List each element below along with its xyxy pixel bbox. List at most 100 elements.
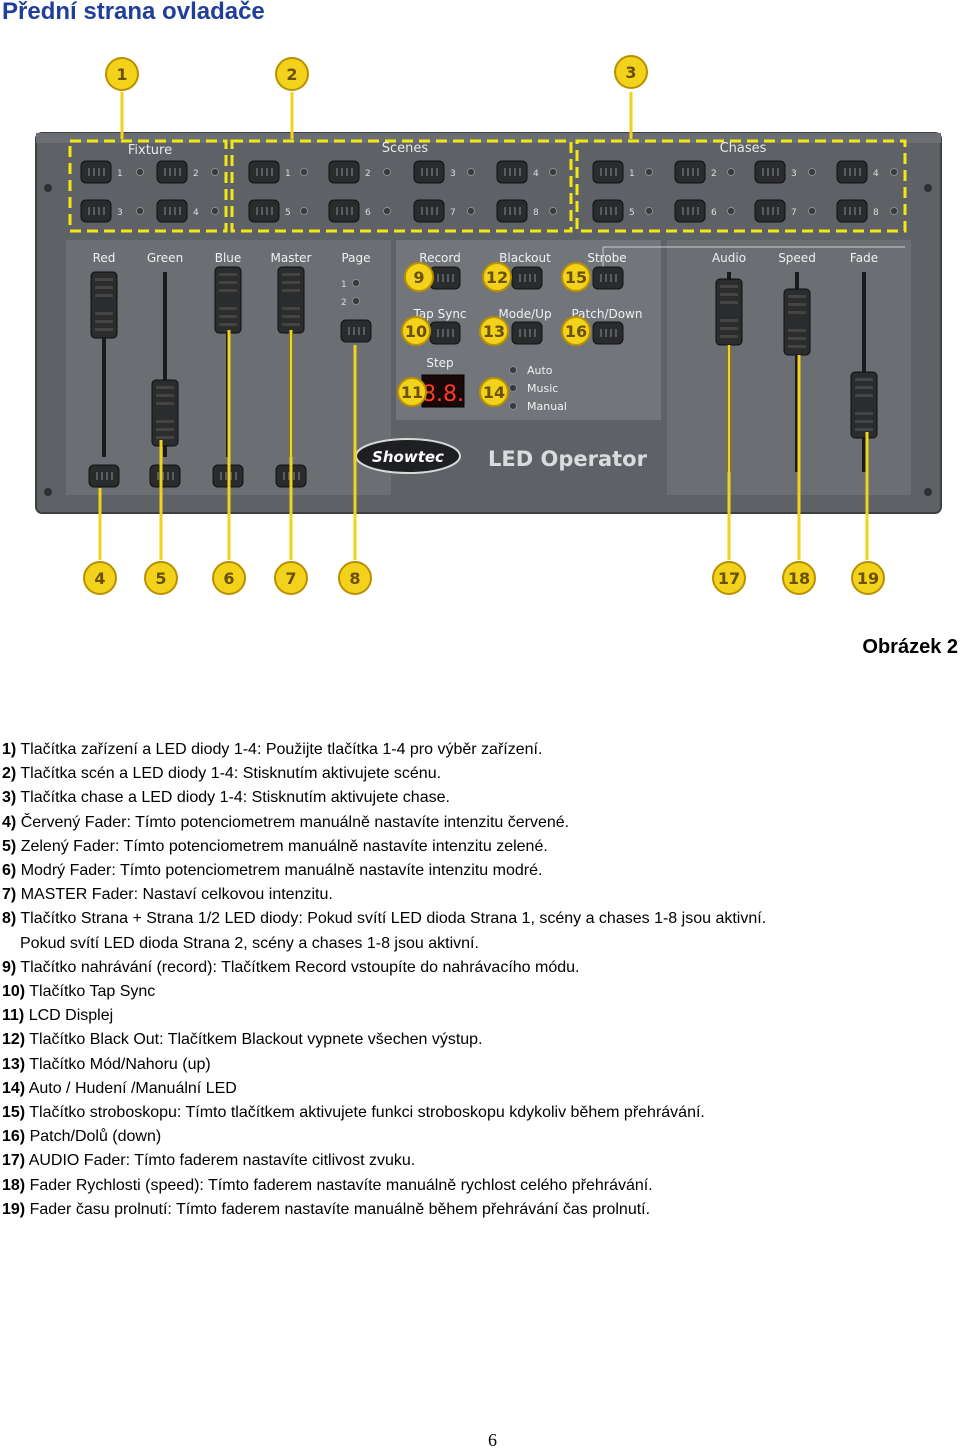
callout-11: 11 bbox=[397, 377, 427, 407]
blue-fader[interactable] bbox=[214, 266, 242, 334]
green-fader[interactable] bbox=[151, 379, 179, 447]
svg-text:13: 13 bbox=[483, 322, 505, 341]
showtec-logo: Showtec bbox=[355, 438, 461, 474]
patch-down-label: Patch/Down bbox=[571, 307, 642, 321]
list-item: 1) Tlačítka zařízení a LED diody 1-4: Po… bbox=[2, 738, 952, 762]
tap-sync-button[interactable] bbox=[429, 321, 461, 345]
item-text: Modrý Fader: Tímto potenciometrem manuál… bbox=[20, 862, 543, 880]
list-item: 4) Červený Fader: Tímto potenciometrem m… bbox=[2, 811, 952, 835]
item-number: 10) bbox=[2, 983, 26, 1001]
svg-text:5: 5 bbox=[285, 208, 291, 218]
item-number: 19) bbox=[2, 1200, 26, 1218]
list-item: 13) Tlačítko Mód/Nahoru (up) bbox=[2, 1053, 952, 1077]
callout-3: 3 bbox=[614, 55, 648, 89]
mode-up-label: Mode/Up bbox=[498, 307, 551, 321]
list-item: 18) Fader Rychlosti (speed): Tímto fader… bbox=[2, 1174, 952, 1198]
callout-15: 15 bbox=[561, 262, 591, 292]
red-fader[interactable] bbox=[90, 271, 118, 339]
list-item: 16) Patch/Dolů (down) bbox=[2, 1125, 952, 1149]
svg-text:2: 2 bbox=[193, 169, 199, 179]
callout-16: 16 bbox=[561, 316, 591, 346]
fade-fader[interactable] bbox=[850, 371, 878, 439]
item-number: 7) bbox=[2, 886, 17, 904]
speed-fader[interactable] bbox=[783, 288, 811, 356]
item-number: 9) bbox=[2, 958, 17, 976]
svg-text:3: 3 bbox=[791, 169, 797, 179]
page-button[interactable] bbox=[340, 319, 372, 343]
master-fader[interactable] bbox=[277, 266, 305, 334]
callouts: 1 2 3 9 12 15 10 13 16 11 14 4 5 6 7 8 1… bbox=[83, 55, 885, 595]
item-number: 4) bbox=[2, 813, 17, 831]
svg-text:2: 2 bbox=[341, 298, 347, 308]
svg-text:3: 3 bbox=[450, 169, 456, 179]
strobe-label: Strobe bbox=[587, 251, 626, 265]
callout-1: 1 bbox=[105, 57, 139, 91]
svg-text:7: 7 bbox=[450, 208, 456, 218]
list-item: 6) Modrý Fader: Tímto potenciometrem man… bbox=[2, 859, 952, 883]
item-number: 11) bbox=[2, 1007, 25, 1025]
svg-text:6: 6 bbox=[711, 208, 717, 218]
svg-text:1: 1 bbox=[285, 169, 291, 179]
scene-buttons[interactable]: 1 2 3 4 5 6 7 8 bbox=[248, 160, 558, 223]
svg-text:5: 5 bbox=[155, 569, 166, 588]
svg-text:8.8.: 8.8. bbox=[422, 382, 464, 407]
item-number: 14) bbox=[2, 1079, 26, 1097]
item-text: Tlačítko Strana + Strana 1/2 LED diody: … bbox=[20, 910, 767, 928]
svg-text:12: 12 bbox=[486, 268, 508, 287]
item-number: 8) bbox=[2, 910, 17, 928]
svg-text:8: 8 bbox=[533, 208, 539, 218]
callout-19: 19 bbox=[851, 561, 885, 595]
svg-text:3: 3 bbox=[117, 208, 123, 218]
item-text: Tlačítko Black Out: Tlačítkem Blackout v… bbox=[29, 1031, 483, 1049]
item-text: Tlačítko nahrávání (record): Tlačítkem R… bbox=[20, 958, 580, 976]
scenes-highlight bbox=[230, 139, 573, 233]
item-text: Tlačítka scén a LED diody 1-4: Stisknutí… bbox=[20, 765, 442, 783]
figure-caption: Obrázek 2 bbox=[862, 636, 958, 658]
audio-fader[interactable] bbox=[715, 278, 743, 346]
svg-text:7: 7 bbox=[791, 208, 797, 218]
item-text: Auto / Hudení /Manuální LED bbox=[28, 1079, 237, 1097]
svg-text:18: 18 bbox=[788, 569, 810, 588]
svg-text:8: 8 bbox=[873, 208, 879, 218]
fade-fader-label: Fade bbox=[850, 251, 878, 265]
svg-text:4: 4 bbox=[94, 569, 105, 588]
callout-5: 5 bbox=[144, 561, 178, 595]
svg-text:1: 1 bbox=[117, 169, 123, 179]
item-text: AUDIO Fader: Tímto faderem nastavíte cit… bbox=[28, 1152, 416, 1170]
page-label: Page bbox=[341, 251, 370, 265]
fixture-buttons[interactable]: 1 2 3 4 bbox=[80, 160, 220, 223]
item-text: Tlačítka chase a LED diody 1-4: Stisknut… bbox=[20, 789, 450, 807]
record-button[interactable] bbox=[429, 266, 461, 290]
mode-up-button[interactable] bbox=[511, 321, 543, 345]
item-number: 1) bbox=[2, 741, 17, 758]
svg-text:1: 1 bbox=[341, 280, 347, 290]
list-item: 14) Auto / Hudení /Manuální LED bbox=[2, 1077, 952, 1101]
svg-text:6: 6 bbox=[223, 569, 234, 588]
product-name: LED Operator bbox=[488, 447, 648, 471]
fixture-label: Fixture bbox=[128, 143, 172, 158]
callout-13: 13 bbox=[479, 316, 509, 346]
svg-text:15: 15 bbox=[565, 268, 587, 287]
item-text: MASTER Fader: Nastaví celkovou intenzitu… bbox=[20, 886, 333, 904]
list-item: 8) Tlačítko Strana + Strana 1/2 LED diod… bbox=[2, 907, 952, 955]
chase-buttons[interactable]: 1 2 3 4 5 6 7 8 bbox=[592, 160, 899, 223]
controller-front-photo: Fixture Scenes Chases 1 2 3 4 1 2 3 4 5 … bbox=[35, 55, 942, 595]
list-item: 10) Tlačítko Tap Sync bbox=[2, 980, 952, 1004]
item-number: 12) bbox=[2, 1031, 26, 1049]
red-fader-label: Red bbox=[93, 251, 116, 265]
item-number: 2) bbox=[2, 765, 17, 783]
item-text: Tlačítko Tap Sync bbox=[29, 983, 156, 1001]
strobe-button[interactable] bbox=[592, 266, 624, 290]
tap-sync-label: Tap Sync bbox=[412, 307, 466, 321]
svg-text:16: 16 bbox=[565, 322, 587, 341]
green-fader-label: Green bbox=[147, 251, 183, 265]
blackout-button[interactable] bbox=[511, 266, 543, 290]
control-description-list: 1) Tlačítka zařízení a LED diody 1-4: Po… bbox=[2, 738, 952, 1222]
item-number: 16) bbox=[2, 1128, 26, 1146]
list-item: 12) Tlačítko Black Out: Tlačítkem Blacko… bbox=[2, 1028, 952, 1052]
item-number: 3) bbox=[2, 789, 17, 807]
patch-down-button[interactable] bbox=[592, 321, 624, 345]
svg-text:9: 9 bbox=[413, 268, 424, 287]
callout-17: 17 bbox=[712, 561, 746, 595]
svg-text:8: 8 bbox=[349, 569, 360, 588]
